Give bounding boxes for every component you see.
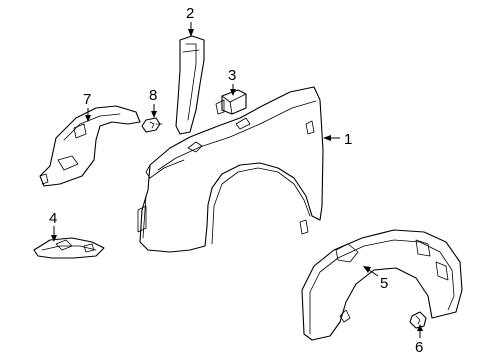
callout-5: 5 (380, 275, 388, 292)
push-clip-part (141, 117, 163, 133)
leader-6 (417, 324, 423, 338)
leader-5 (363, 266, 379, 277)
callout-1: 1 (344, 131, 352, 148)
leader-1 (323, 135, 340, 141)
leader-2 (188, 22, 194, 37)
leader-4 (51, 226, 57, 242)
leader-7 (85, 108, 91, 122)
fender-part (137, 86, 324, 253)
leader-3 (230, 84, 236, 96)
callout-8: 8 (149, 87, 157, 104)
callout-4: 4 (49, 210, 57, 227)
lower-bracket-part (33, 237, 105, 259)
callout-7: 7 (83, 91, 91, 108)
leader-8 (151, 104, 157, 118)
callout-3: 3 (228, 67, 236, 84)
bracket-part (215, 89, 247, 115)
wheel-liner-part (301, 229, 463, 341)
callout-6: 6 (415, 339, 423, 356)
callout-2: 2 (186, 5, 194, 22)
nut-part (409, 311, 427, 329)
upper-splash-shield-part (39, 105, 141, 187)
seal-strip-part (175, 35, 205, 135)
